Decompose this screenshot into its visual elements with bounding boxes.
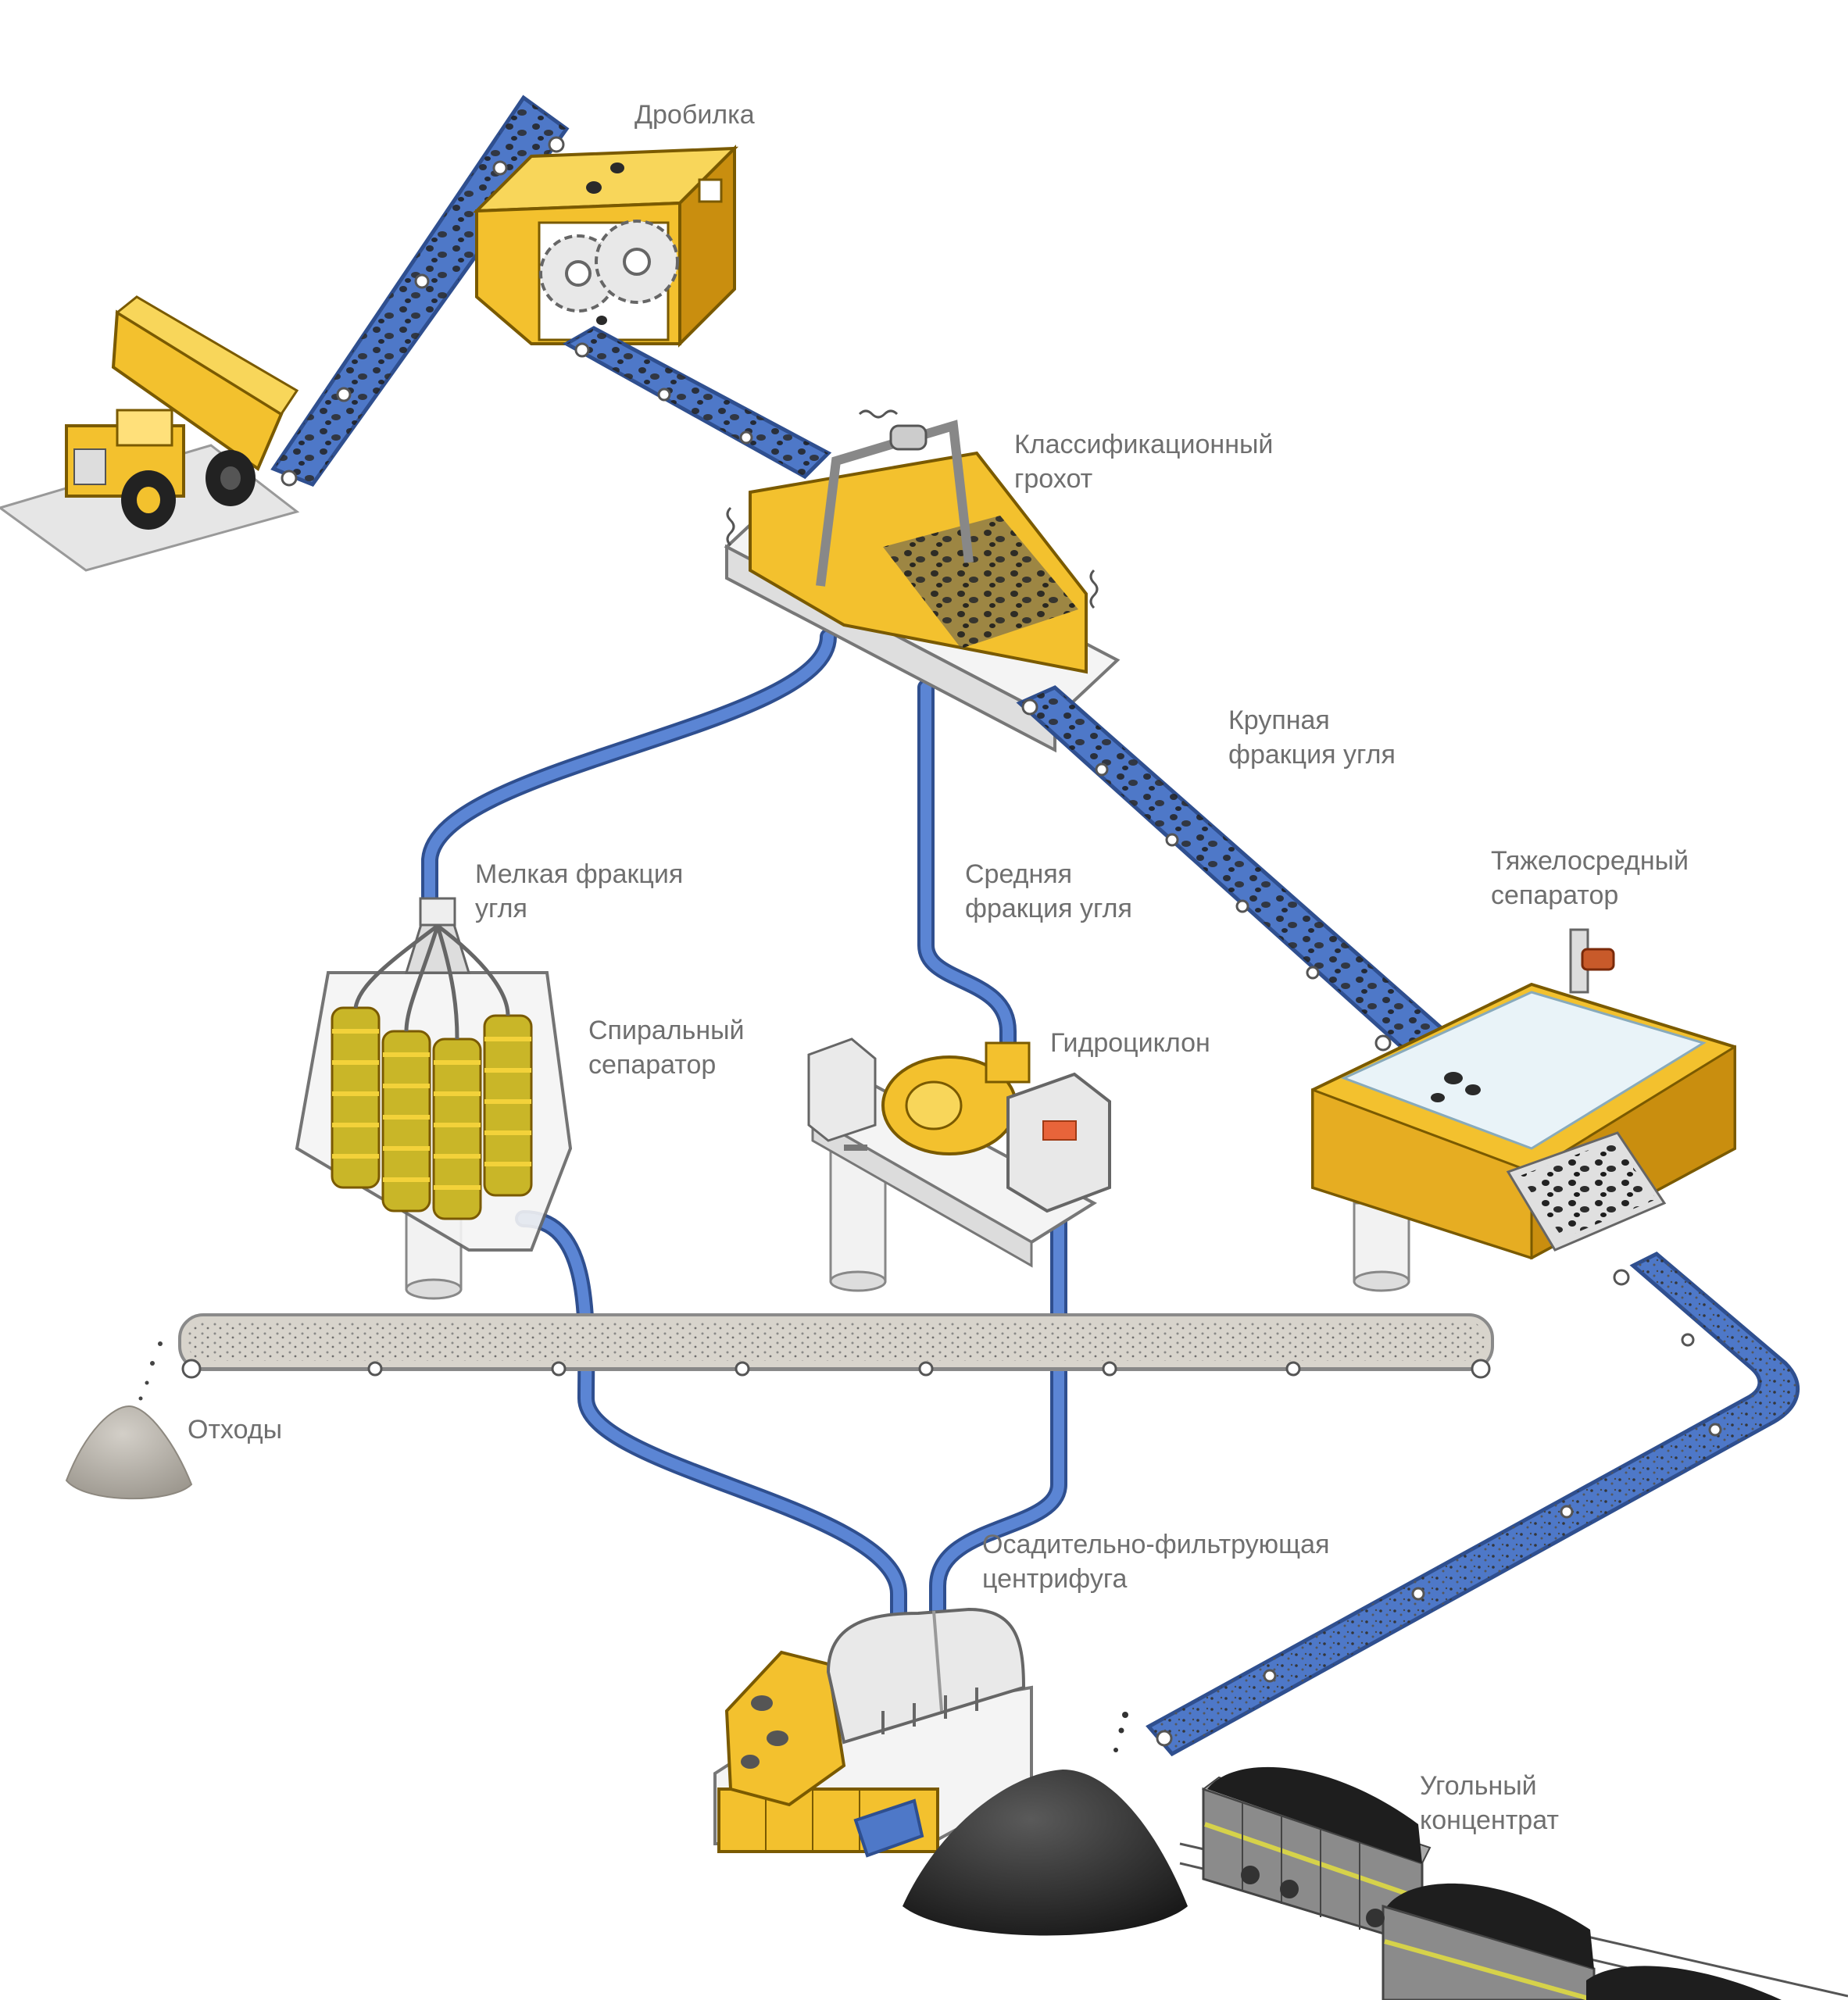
label-fine-fraction: Мелкая фракция угля bbox=[475, 857, 683, 926]
label-coarse-fraction-line2: фракция угля bbox=[1228, 740, 1396, 770]
label-classification-screen: Классификационный грохот bbox=[1014, 427, 1273, 496]
label-fine-fraction-line2: угля bbox=[475, 894, 527, 923]
label-crusher-text: Дробилка bbox=[634, 100, 755, 130]
hydrocyclone-icon bbox=[807, 1038, 1111, 1292]
label-medium-fraction-line1: Средняя bbox=[965, 859, 1073, 889]
label-coarse-fraction-line1: Крупная bbox=[1228, 705, 1330, 735]
dense-medium-separator-icon bbox=[1311, 928, 1736, 1292]
label-tailings-text: Отходы bbox=[188, 1415, 283, 1445]
label-dense-medium-separator-line2: сепаратор bbox=[1491, 880, 1619, 910]
pipes bbox=[421, 628, 1067, 1657]
label-medium-fraction: Средняя фракция угля bbox=[965, 857, 1132, 926]
label-dense-medium-separator-line1: Тяжелосредный bbox=[1491, 846, 1689, 876]
label-spiral-separator-line1: Спиральный bbox=[588, 1016, 745, 1045]
label-coal-concentrate: Угольный концентрат bbox=[1420, 1769, 1559, 1838]
label-hydrocyclone-text: Гидроциклон bbox=[1050, 1028, 1210, 1058]
tailings-pile bbox=[65, 1341, 193, 1500]
vibrating-screen-icon bbox=[724, 409, 1121, 753]
railcar-icon bbox=[1179, 1766, 1848, 2000]
crusher-gears-icon bbox=[472, 145, 739, 348]
label-hydrocyclone: Гидроциклон bbox=[1050, 1026, 1210, 1060]
label-tailings: Отходы bbox=[188, 1412, 282, 1447]
label-centrifuge-line2: центрифуга bbox=[982, 1564, 1128, 1594]
conveyor-tailings bbox=[178, 1313, 1494, 1379]
label-medium-fraction-line2: фракция угля bbox=[965, 894, 1132, 923]
label-crusher: Дробилка bbox=[634, 98, 755, 132]
truck-area bbox=[0, 295, 300, 572]
label-coal-concentrate-line1: Угольный bbox=[1420, 1771, 1537, 1801]
label-dense-medium-separator: Тяжелосредный сепаратор bbox=[1491, 844, 1689, 912]
label-spiral-separator: Спиральный сепаратор bbox=[588, 1013, 745, 1082]
label-centrifuge-line1: Осадительно-фильтрующая bbox=[982, 1530, 1330, 1559]
label-spiral-separator-line2: сепаратор bbox=[588, 1050, 717, 1080]
label-coarse-fraction: Крупная фракция угля bbox=[1228, 703, 1396, 772]
coal-pile bbox=[903, 1712, 1188, 1936]
label-coal-concentrate-line2: концентрат bbox=[1420, 1805, 1559, 1835]
conveyor-concentrate bbox=[1146, 1252, 1800, 1757]
label-centrifuge: Осадительно-фильтрующая центрифуга bbox=[982, 1527, 1329, 1596]
dump-truck-icon bbox=[65, 295, 299, 530]
centrifuge-icon bbox=[713, 1607, 1033, 1858]
spiral-separator-icon bbox=[295, 897, 573, 1300]
label-classification-screen-line2: грохот bbox=[1014, 464, 1093, 494]
label-classification-screen-line1: Классификационный bbox=[1014, 430, 1274, 459]
label-fine-fraction-line1: Мелкая фракция bbox=[475, 859, 684, 889]
conveyor-to-screen bbox=[562, 326, 832, 480]
